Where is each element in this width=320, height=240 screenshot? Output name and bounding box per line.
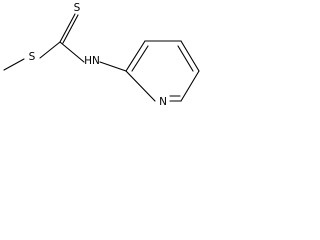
bond-methyl-s [3, 58, 25, 71]
ring-bond-c2-c3 [125, 40, 146, 72]
ring-bond-c4-c5 [180, 40, 200, 72]
bond-c-s-double-b [62, 14, 79, 44]
atom-label-s-thione: S [74, 2, 81, 14]
bond-s-c-thio [39, 41, 61, 59]
molecule-structure-canvas: S S HN N [0, 0, 207, 120]
ring-bond-c5-c6 [180, 70, 200, 102]
ring-inner-c2-c3 [131, 45, 149, 72]
bond-c-s-double-a [59, 13, 76, 43]
molecule-structure-diagram: S S HN N [3, 2, 200, 108]
atom-label-nh: HN [84, 55, 100, 67]
bond-nh-c2 [99, 61, 127, 72]
bond-c-nh [59, 41, 85, 63]
atom-label-n-ring: N [159, 96, 167, 108]
ring-inner-c4-c5 [177, 45, 194, 72]
atom-label-s-thioether: S [29, 51, 36, 63]
ring-bond-n-c2 [125, 70, 156, 102]
